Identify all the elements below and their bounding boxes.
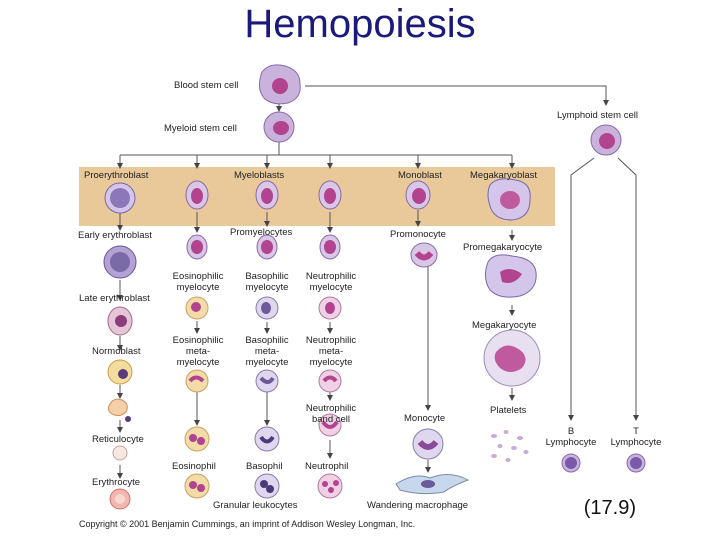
- erythrocyte-cell: [109, 488, 131, 510]
- label-late-erythroblast: Late erythroblast: [79, 293, 150, 304]
- label-granular-leukocytes: Granular leukocytes: [213, 500, 298, 511]
- label-b-lymphocyte: B Lymphocyte: [545, 426, 597, 448]
- promyelocyte-cell-2: [256, 234, 278, 260]
- promegakaryocyte-cell: [484, 254, 537, 298]
- megakaryoblast-cell: [487, 178, 531, 221]
- eosinophil-cell: [184, 426, 210, 452]
- label-megakaryoblast: Megakaryoblast: [470, 170, 538, 181]
- label-promyelocytes: Promyelocytes: [230, 227, 293, 238]
- blast-stage-band: [79, 167, 555, 226]
- label-neutrophilic-metamyelocyte: Neutrophilic meta- myelocyte: [305, 335, 357, 368]
- myeloblast-cell-1: [185, 180, 209, 210]
- eosinophilic-myelocyte-cell: [185, 296, 209, 320]
- label-monoblast: Monoblast: [398, 170, 442, 181]
- label-basophil: Basophil: [246, 461, 283, 472]
- neutrophilic-metamyelocyte-cell: [318, 369, 342, 393]
- t-lymphocyte-cell: [626, 453, 646, 473]
- basophilic-myelocyte-cell: [255, 296, 279, 320]
- b-lymphocyte-cell: [561, 453, 581, 473]
- erythrocyte-cell-small: [112, 445, 128, 461]
- label-megakaryocyte: Megakaryocyte: [472, 320, 537, 331]
- lymphoid-stem-cell: [590, 124, 622, 156]
- platelets-cluster: [491, 430, 529, 462]
- label-proerythroblast: Proerythroblast: [84, 170, 149, 181]
- label-myeloblasts: Myeloblasts: [234, 170, 285, 181]
- label-wandering-macrophage: Wandering macrophage: [367, 500, 469, 511]
- page-title: Hemopoiesis: [244, 2, 476, 46]
- basophilic-metamyelocyte-cell: [255, 369, 279, 393]
- basophil-cell: [254, 426, 280, 452]
- wandering-macrophage-cell: [395, 474, 470, 495]
- copyright-text: Copyright © 2001 Benjamin Cummings, an i…: [79, 519, 416, 529]
- myeloblast-cell-2: [255, 180, 279, 210]
- label-blood-stem-cell: Blood stem cell: [174, 80, 239, 91]
- label-eosinophilic-myelocyte: Eosinophilic myelocyte: [172, 271, 224, 293]
- label-lymphoid-stem-cell: Lymphoid stem cell: [557, 110, 638, 121]
- label-myeloid-stem-cell: Myeloid stem cell: [164, 123, 237, 134]
- basophil-cell-lower: [254, 473, 280, 499]
- label-promegakaryocyte: Promegakaryocyte: [463, 242, 543, 253]
- connector-lines: [117, 85, 639, 479]
- eosinophilic-metamyelocyte-cell: [185, 369, 209, 393]
- early-erythroblast-cell: [103, 245, 137, 279]
- myeloid-stem-cell: [263, 111, 295, 143]
- reticulocyte-cell: [107, 398, 131, 422]
- neutrophilic-band-cell: [318, 413, 342, 437]
- promyelocyte-cell-3: [319, 234, 341, 260]
- megakaryocyte-cell: [483, 329, 541, 387]
- label-normoblast: Normoblast: [92, 346, 141, 357]
- label-early-erythroblast: Early erythroblast: [78, 230, 152, 241]
- label-basophilic-myelocyte: Basophilic myelocyte: [245, 271, 289, 293]
- label-platelets: Platelets: [490, 405, 527, 416]
- late-erythroblast-cell: [107, 306, 133, 336]
- label-monocyte: Monocyte: [404, 413, 446, 424]
- label-promonocyte: Promonocyte: [390, 229, 446, 240]
- blood-stem-cell: [258, 64, 301, 105]
- label-neutrophil: Neutrophil: [305, 461, 349, 472]
- promonocyte-cell: [410, 242, 438, 268]
- label-eosinophilic-metamyelocyte: Eosinophilic meta- myelocyte: [172, 335, 224, 368]
- label-t-lymphocyte: T Lymphocyte: [610, 426, 662, 448]
- label-erythrocyte: Erythrocyte: [92, 477, 141, 488]
- promyelocyte-cell-1: [186, 234, 208, 260]
- neutrophil-cell: [317, 473, 343, 499]
- neutrophilic-myelocyte-cell: [318, 296, 342, 320]
- label-neutrophilic-band-cell: Neutrophilic band cell: [305, 403, 357, 425]
- monoblast-cell: [405, 180, 431, 210]
- monocyte-cell: [412, 428, 444, 460]
- eosinophil-cell-lower: [184, 473, 210, 499]
- proerythroblast-cell: [104, 182, 136, 214]
- normoblast-cell: [107, 359, 133, 385]
- myeloblast-cell-3: [318, 180, 342, 210]
- label-reticulocyte: Reticulocyte: [92, 434, 144, 445]
- label-basophilic-metamyelocyte: Basophilic meta- myelocyte: [245, 335, 289, 368]
- figure-number: (17.9): [583, 497, 636, 519]
- label-neutrophilic-myelocyte: Neutrophilic myelocyte: [305, 271, 357, 293]
- label-eosinophil: Eosinophil: [172, 461, 216, 472]
